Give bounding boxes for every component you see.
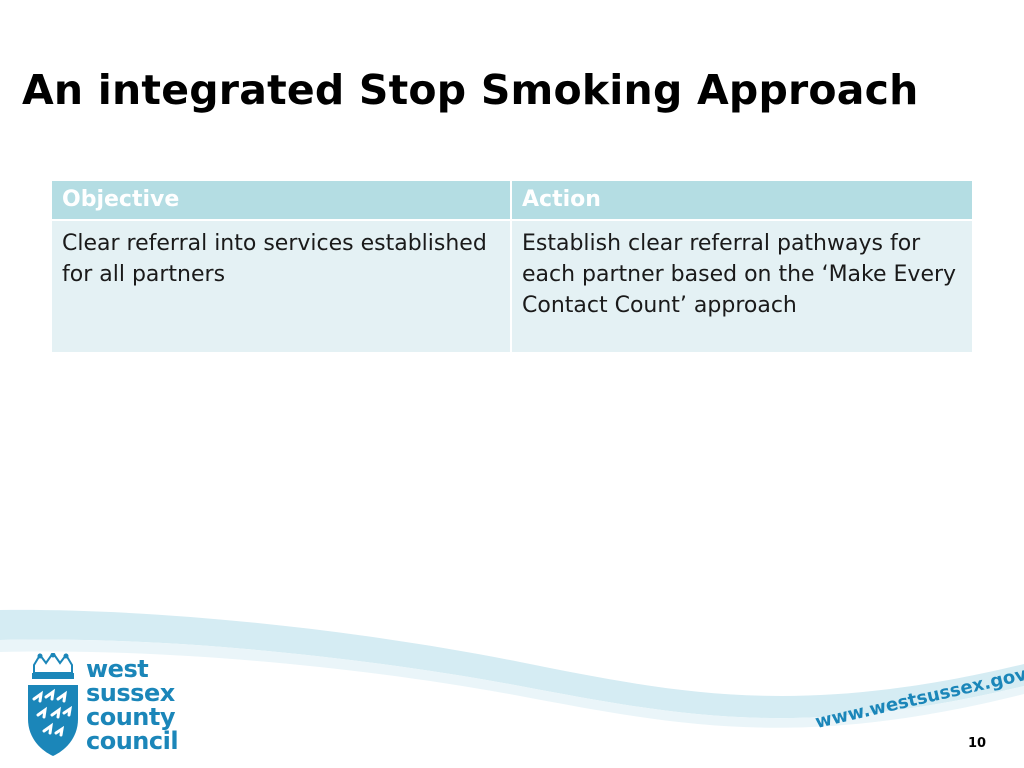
logo-line-sussex: sussex bbox=[86, 679, 175, 707]
logo-line-west: west bbox=[86, 655, 149, 683]
table-row: Clear referral into services established… bbox=[50, 219, 974, 354]
action-cell: Establish clear referral pathways for ea… bbox=[510, 219, 974, 354]
page-number: 10 bbox=[968, 736, 987, 751]
column-header-objective: Objective bbox=[50, 179, 512, 221]
slide-title: An integrated Stop Smoking Approach bbox=[22, 66, 919, 114]
council-crest-icon bbox=[28, 653, 78, 756]
logo-line-council: council bbox=[86, 727, 179, 755]
table-header-row: Objective Action bbox=[50, 179, 974, 221]
objectives-table-container: Objective Action Clear referral into ser… bbox=[50, 179, 974, 354]
council-logo-wordmark: west sussex county council bbox=[86, 655, 179, 755]
column-header-action: Action bbox=[510, 179, 974, 221]
footer-wave-graphic bbox=[0, 609, 1024, 728]
objectives-table: Objective Action Clear referral into ser… bbox=[50, 179, 974, 354]
objective-cell: Clear referral into services established… bbox=[50, 219, 512, 354]
logo-line-county: county bbox=[86, 703, 176, 731]
